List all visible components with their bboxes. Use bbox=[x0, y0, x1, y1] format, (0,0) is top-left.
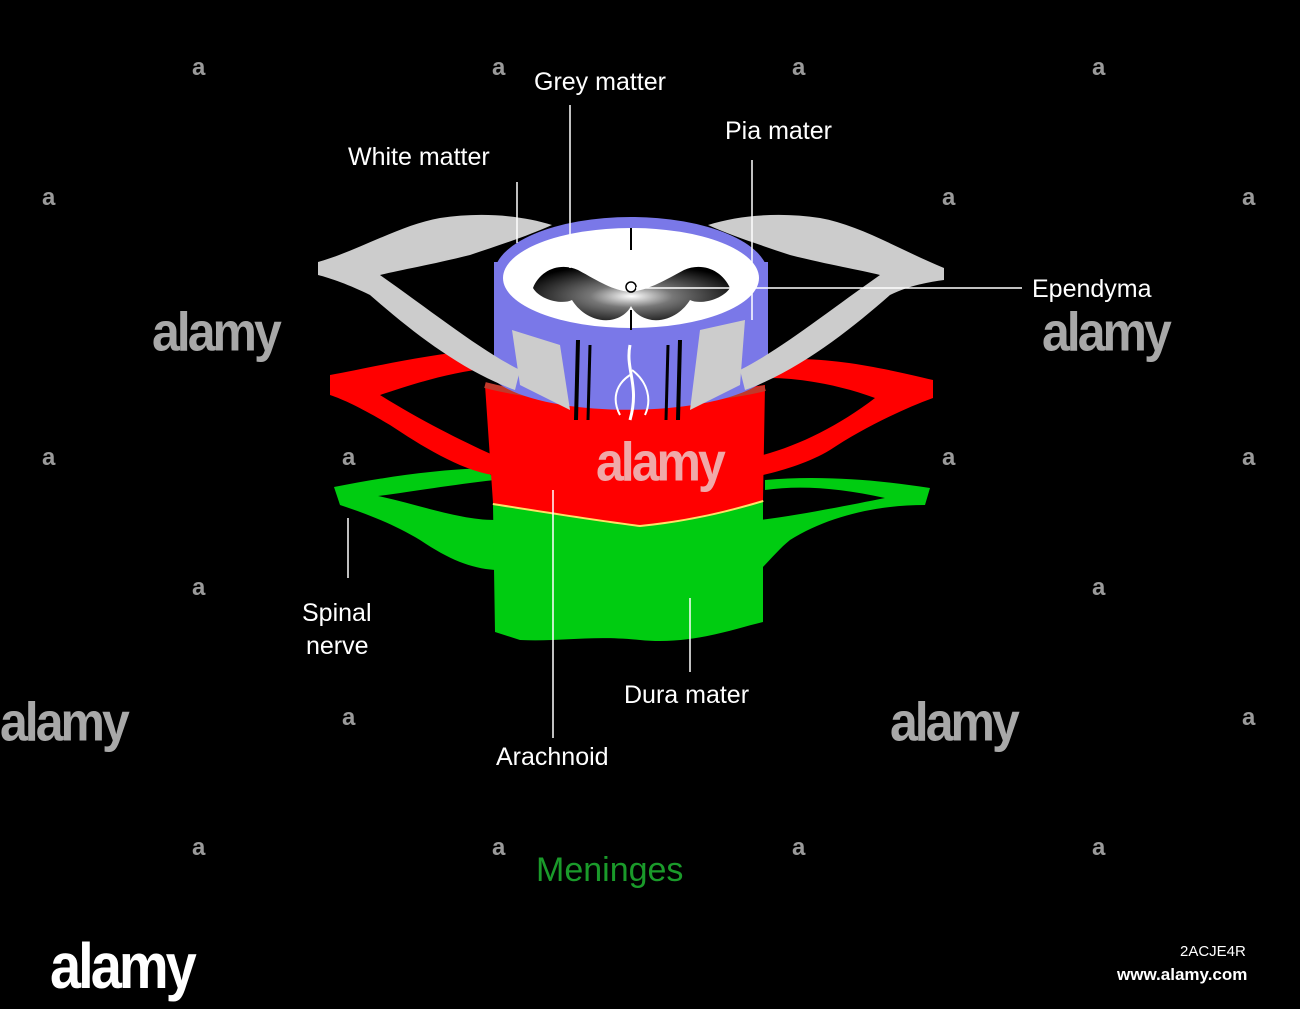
watermark-mark: a bbox=[492, 834, 506, 861]
label-ependyma: Ependyma bbox=[1032, 275, 1152, 303]
watermark-logo: alamy bbox=[890, 691, 1020, 753]
watermark-logo: alamy bbox=[0, 691, 130, 753]
watermark-mark: a bbox=[192, 574, 206, 601]
dura-mater-layer bbox=[334, 468, 930, 641]
watermark-mark: a bbox=[1092, 834, 1106, 861]
watermark-logo: alamy bbox=[152, 301, 282, 363]
label-spinal-nerve-line2: nerve bbox=[306, 632, 369, 660]
watermark-mark: a bbox=[942, 184, 956, 211]
spinal-cord-cross-section bbox=[503, 228, 759, 330]
leader-lines bbox=[347, 105, 1022, 738]
label-spinal-nerve-line1: Spinal bbox=[302, 599, 372, 627]
watermark-mark: a bbox=[42, 444, 56, 471]
label-arachnoid: Arachnoid bbox=[496, 743, 609, 771]
alamy-url: www.alamy.com bbox=[1117, 965, 1248, 984]
watermark-mark: a bbox=[792, 834, 806, 861]
label-grey-matter: Grey matter bbox=[534, 68, 666, 96]
image-id: 2ACJE4R bbox=[1180, 943, 1246, 960]
watermark-mark: a bbox=[492, 54, 506, 81]
diagram-title: Meninges bbox=[536, 851, 684, 889]
alamy-logo: alamy bbox=[50, 929, 197, 1002]
watermark-mark: a bbox=[942, 444, 956, 471]
arachnoid-layer bbox=[330, 350, 933, 525]
watermark-mark: a bbox=[1092, 574, 1106, 601]
watermark-mark: a bbox=[1092, 54, 1106, 81]
watermark-mark: a bbox=[42, 184, 56, 211]
watermark-mark: a bbox=[1242, 184, 1256, 211]
watermark-mark: a bbox=[342, 444, 356, 471]
label-white-matter: White matter bbox=[348, 143, 490, 171]
watermark-logo: alamy bbox=[1042, 301, 1172, 363]
watermark-mark: a bbox=[342, 704, 356, 731]
watermark-mark: a bbox=[192, 834, 206, 861]
watermark-mark: a bbox=[1242, 704, 1256, 731]
watermark-mark: a bbox=[1242, 444, 1256, 471]
watermark-mark: a bbox=[192, 54, 206, 81]
label-pia-mater: Pia mater bbox=[725, 117, 832, 145]
nerve-roots bbox=[318, 214, 944, 410]
watermark-logo: alamy bbox=[596, 431, 726, 493]
label-dura-mater: Dura mater bbox=[624, 681, 750, 709]
watermark-mark: a bbox=[792, 54, 806, 81]
